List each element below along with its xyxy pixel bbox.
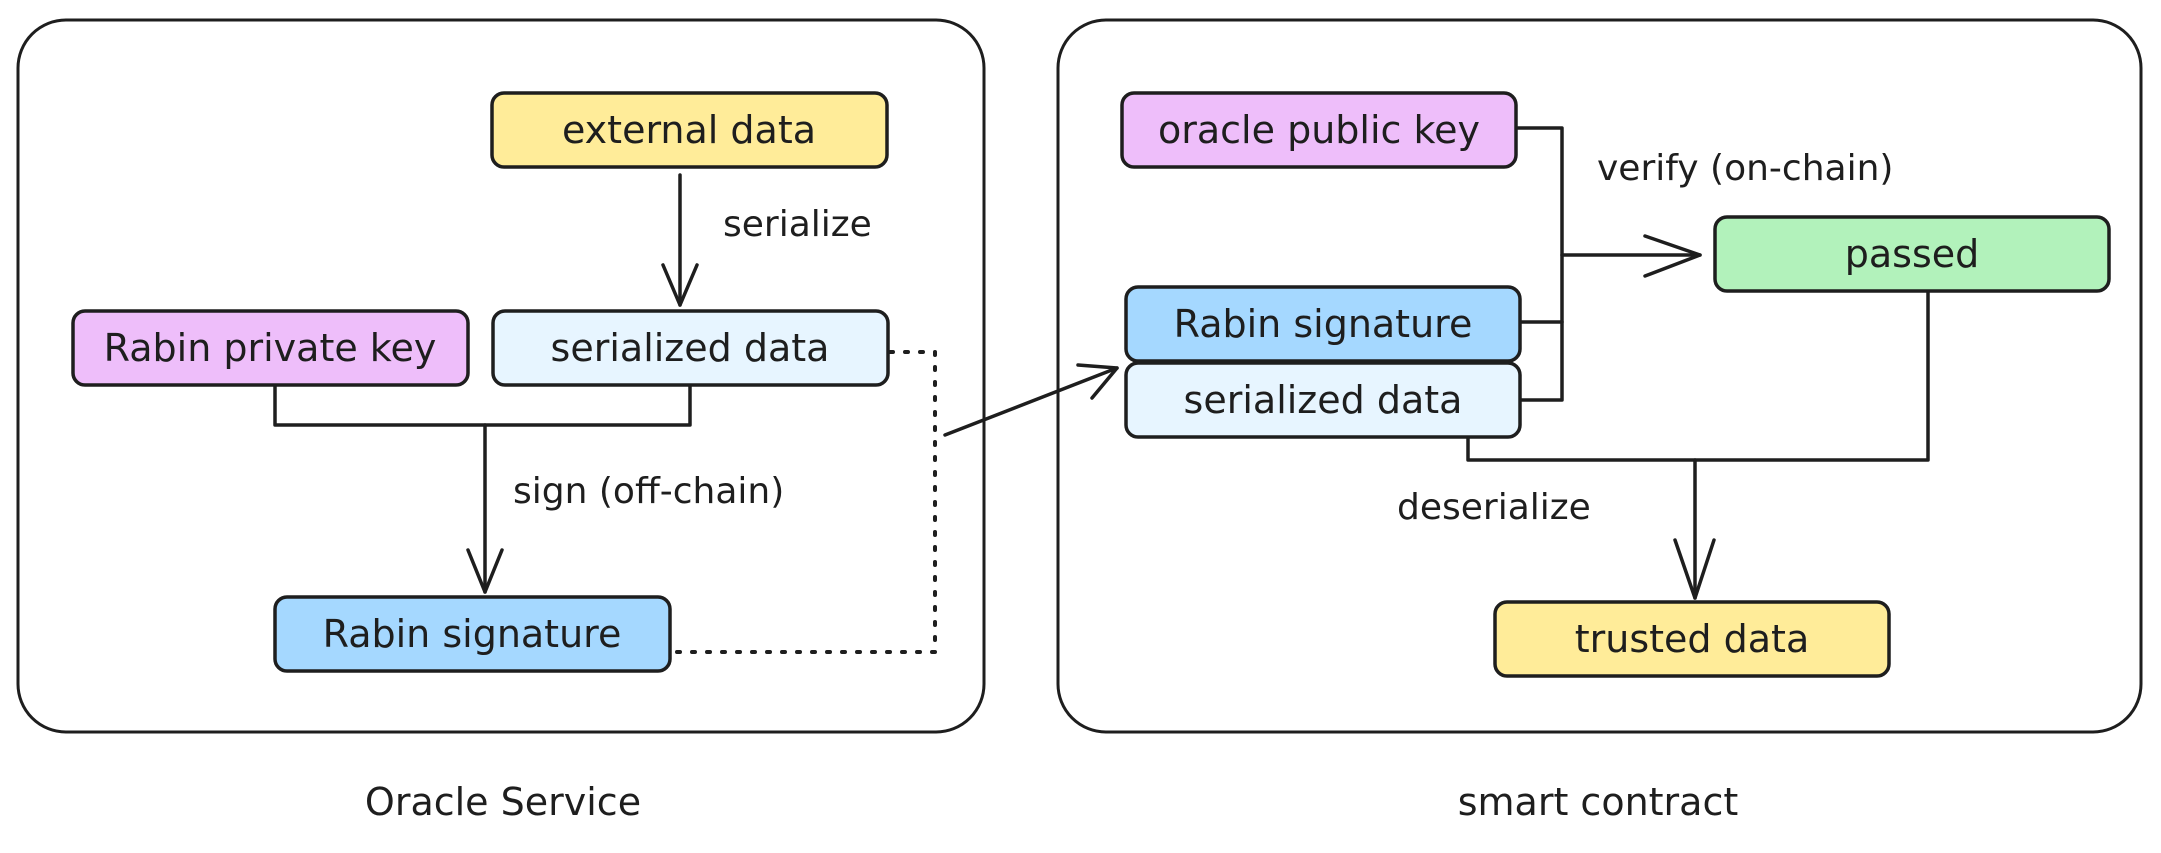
- rabin-private-key-label: Rabin private key: [104, 326, 437, 370]
- smart-contract-panel: [1056, 18, 2143, 734]
- serialized-data-label: serialized data: [551, 326, 830, 370]
- passed-label: passed: [1845, 232, 1980, 276]
- deserialize-join-line: [1466, 288, 1930, 462]
- contract-serialized-data-box: [1124, 361, 1522, 439]
- serialized-data-node: serialized data: [491, 309, 890, 387]
- trusted-data-box: [1493, 600, 1891, 678]
- oracle-service-title: Oracle Service: [365, 780, 641, 824]
- serialize-label: serialize: [723, 204, 872, 245]
- trusted-data-label: trusted data: [1575, 617, 1809, 661]
- serialize-arrowhead: [661, 263, 699, 307]
- contract-rabin-signature-box: [1124, 285, 1522, 363]
- contract-serialized-data-label: serialized data: [1184, 378, 1463, 422]
- rabin-signature-node: Rabin signature: [273, 595, 672, 673]
- oracle-public-key-box: [1120, 91, 1518, 169]
- trusted-data-node: trusted data: [1493, 600, 1891, 678]
- sign-join-line: [273, 383, 692, 427]
- handoff-arrow: [943, 366, 1119, 437]
- verify-label: verify (on-chain): [1597, 148, 1893, 189]
- sign-arrowhead: [466, 548, 504, 594]
- contract-serialized-data-node: serialized data: [1124, 361, 1522, 439]
- smart-contract-title: smart contract: [1458, 780, 1739, 824]
- sign-label: sign (off-chain): [513, 471, 784, 512]
- rabin-private-key-node: Rabin private key: [71, 309, 470, 387]
- verify-arrowhead: [1643, 234, 1702, 278]
- handoff-arrowhead: [1076, 363, 1119, 400]
- handoff-dotted-line: [668, 350, 937, 654]
- deserialize-arrowhead: [1673, 538, 1716, 600]
- external-data-box: [490, 91, 889, 169]
- rabin-signature-label: Rabin signature: [323, 612, 622, 656]
- external-data-node: external data: [490, 91, 889, 169]
- contract-rabin-signature-label: Rabin signature: [1174, 302, 1473, 346]
- passed-node: passed: [1713, 215, 2111, 293]
- serialized-data-box: [491, 309, 890, 387]
- oracle-public-key-node: oracle public key: [1120, 91, 1518, 169]
- rabin-private-key-box: [71, 309, 470, 387]
- external-data-label: external data: [562, 108, 816, 152]
- rabin-signature-box: [273, 595, 672, 673]
- contract-rabin-signature-node: Rabin signature: [1124, 285, 1522, 363]
- oracle-public-key-label: oracle public key: [1158, 108, 1480, 152]
- passed-box: [1713, 215, 2111, 293]
- verify-join-line: [1516, 126, 1564, 402]
- deserialize-label: deserialize: [1397, 487, 1591, 528]
